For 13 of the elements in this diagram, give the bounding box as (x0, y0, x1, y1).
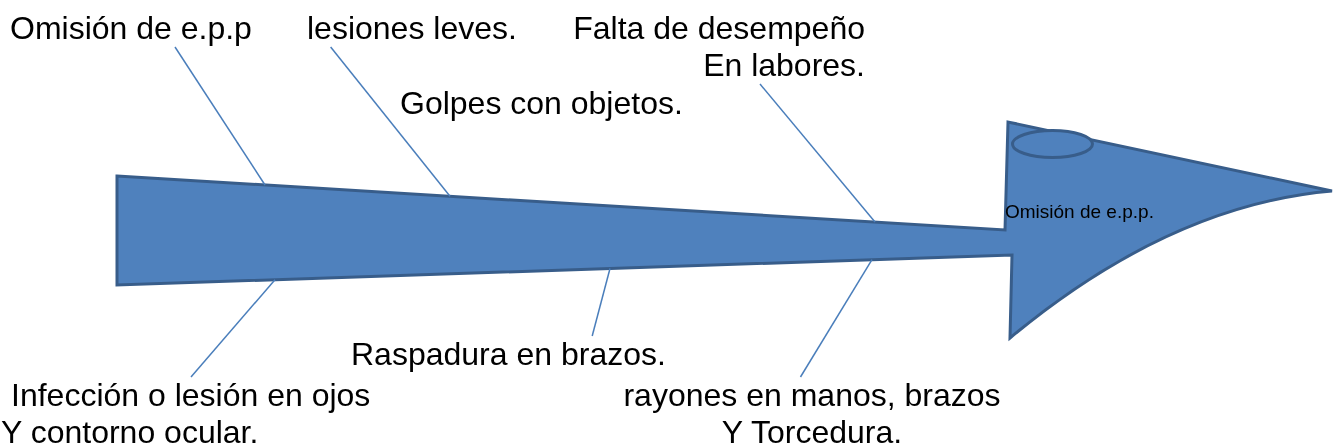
cause-label: Falta de desempeño En labores. (565, 10, 865, 84)
effect-label: Omisión de e.p.p. (1005, 201, 1154, 223)
leader-line (591, 267, 611, 337)
cause-label: Omisión de e.p.p (10, 10, 260, 47)
leader-line (174, 46, 266, 186)
cause-label: lesiones leves. (307, 10, 522, 47)
cause-label: Infección o lesión en ojos Y contorno ocular. (1, 377, 381, 446)
leader-line (190, 278, 276, 378)
cause-label: rayones en manos, brazos Y Torcedura. (620, 377, 1004, 446)
leader-line (329, 46, 451, 197)
cause-label: Golpes con objetos. (400, 85, 683, 122)
leader-line (759, 83, 876, 223)
cause-label: Raspadura en brazos. (351, 336, 686, 373)
